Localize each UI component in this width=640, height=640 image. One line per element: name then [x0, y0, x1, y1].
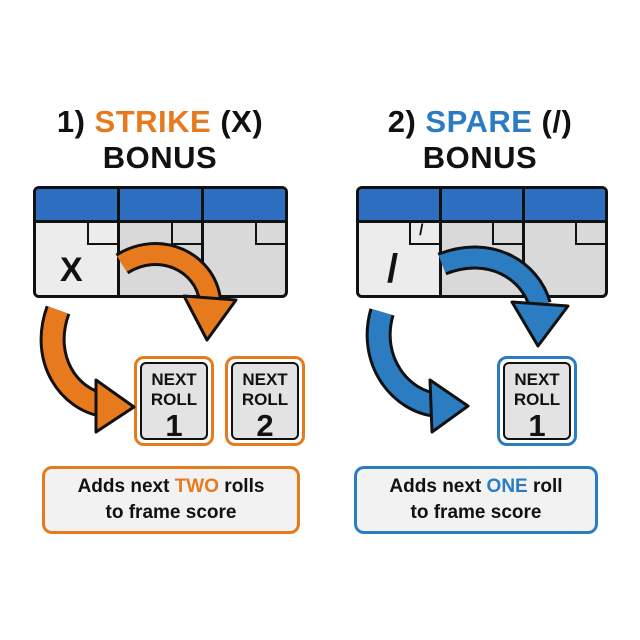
caption-pre: Adds next: [389, 476, 487, 497]
frame-header: [525, 189, 605, 223]
frame-mini-box: [171, 223, 201, 245]
caption-emphasis: ONE: [486, 476, 528, 497]
frame-mini-box: [255, 223, 285, 245]
strike-caption: Adds next TWO rolls to frame score: [42, 466, 300, 534]
spare-caption-line1: Adds next ONE roll: [389, 474, 562, 500]
spare-title-line2: BONUS: [422, 140, 538, 175]
frame-body: / /: [359, 222, 439, 295]
frame-body: [525, 223, 605, 295]
frame-body: [442, 223, 522, 295]
strike-title-prefix: 1): [56, 104, 95, 139]
strike-title-line1: 1) STRIKE (X): [20, 104, 300, 140]
spare-title-suffix: (/): [532, 104, 573, 139]
frame-header: [204, 189, 285, 223]
frame-header: [36, 189, 117, 223]
strike-title-highlight: STRIKE: [94, 104, 212, 139]
spare-caption-line2: to frame score: [410, 502, 542, 523]
strike-score-sheet: X: [33, 186, 288, 298]
frame-body: X: [36, 223, 117, 295]
roll-label: NEXT ROLL: [150, 370, 198, 409]
roll-inner: NEXT ROLL 2: [231, 362, 299, 443]
strike-frame-3: [201, 189, 285, 295]
caption-post: roll: [527, 476, 563, 497]
spare-mini-mark: /: [419, 222, 424, 239]
spare-title-prefix: 2): [387, 104, 426, 139]
strike-next-roll-2-box: NEXT ROLL 2: [225, 356, 305, 446]
roll-number: 1: [528, 408, 546, 443]
strike-arrow-to-roll-1: [39, 305, 136, 434]
roll-label: NEXT ROLL: [513, 370, 561, 409]
caption-emphasis: TWO: [174, 476, 220, 497]
strike-mark: X: [60, 251, 83, 289]
frame-mini-box: [492, 223, 522, 245]
spare-next-roll-1-box: NEXT ROLL 1: [497, 356, 577, 446]
spare-frame-1: / /: [359, 189, 439, 295]
spare-arrow-to-roll-1: [437, 245, 570, 348]
frame-header: [120, 189, 201, 223]
spare-frame-3: [522, 189, 605, 295]
frame-header: [359, 189, 439, 223]
spare-title-highlight: SPARE: [425, 104, 533, 139]
frame-mini-box: /: [409, 222, 439, 245]
frame-mini-box: [575, 223, 605, 245]
strike-next-roll-1-box: NEXT ROLL 1: [134, 356, 214, 446]
strike-caption-line2: to frame score: [105, 502, 237, 523]
strike-frame-1: X: [36, 189, 117, 295]
caption-pre: Adds next: [77, 476, 175, 497]
caption-post: rolls: [219, 476, 265, 497]
frame-mini-box: [87, 223, 117, 245]
frame-body: [204, 223, 285, 295]
roll-label: NEXT ROLL: [241, 370, 289, 409]
strike-caption-line1: Adds next TWO rolls: [78, 474, 265, 500]
roll-inner: NEXT ROLL 1: [503, 362, 571, 443]
roll-number: 2: [256, 408, 274, 443]
roll-number: 1: [165, 408, 183, 443]
strike-frame-2: [117, 189, 201, 295]
spare-title-line1: 2) SPARE (/): [340, 104, 620, 140]
spare-title: 2) SPARE (/) BONUS: [340, 104, 620, 176]
spare-arrow-to-bottom: [365, 308, 470, 434]
strike-title: 1) STRIKE (X) BONUS: [20, 104, 300, 176]
spare-frame-2: [439, 189, 522, 295]
frame-header: [442, 189, 522, 223]
spare-mark: /: [387, 247, 399, 291]
roll-inner: NEXT ROLL 1: [140, 362, 208, 443]
frame-body: [120, 223, 201, 295]
spare-score-sheet: / /: [356, 186, 608, 298]
strike-title-line2: BONUS: [102, 140, 218, 175]
spare-caption: Adds next ONE roll to frame score: [354, 466, 598, 534]
strike-title-suffix: (X): [211, 104, 264, 139]
strike-arrow-to-roll-2: [115, 242, 238, 342]
